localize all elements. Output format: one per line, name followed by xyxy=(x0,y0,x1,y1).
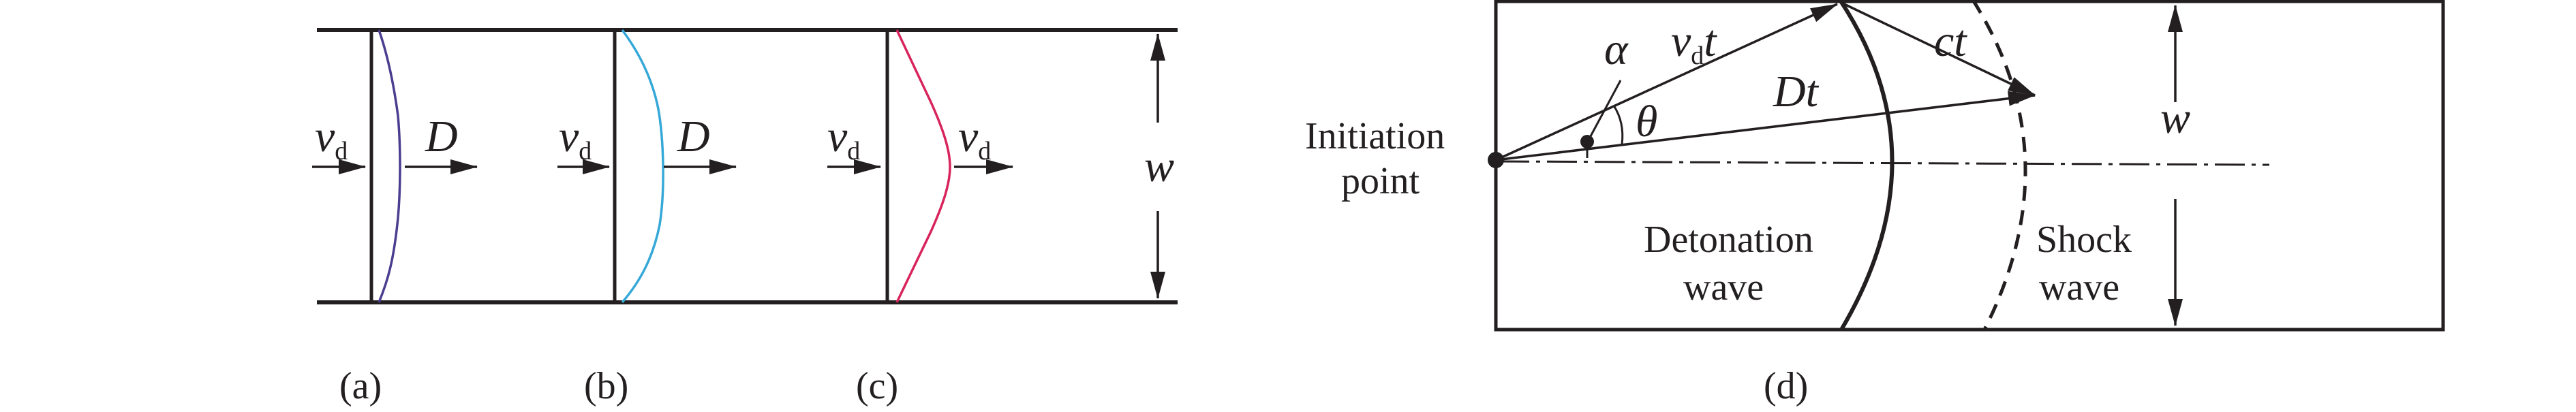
vdt-label: vdt xyxy=(1671,16,1717,70)
shock-wave-label-line1: Shock xyxy=(2036,219,2132,261)
panel-a-right-label: D xyxy=(425,112,458,161)
ray-ct xyxy=(1841,1,2036,97)
panel-d-centerline xyxy=(1499,160,2270,166)
theta-angle-arc xyxy=(1612,105,1624,145)
shock-wave-label-line2: wave xyxy=(2039,266,2119,308)
panel-c-left-label: vd xyxy=(827,112,860,165)
panel-d-width-label: w xyxy=(2160,93,2190,143)
panel-b-detonation-front xyxy=(621,29,664,304)
shock-wave-arc xyxy=(1971,0,2027,331)
panel-d-charge-outline xyxy=(1494,0,2445,332)
panel-c-detonation-front xyxy=(895,29,951,303)
panel-c: vd vd (c) xyxy=(827,29,1013,407)
alpha-leader-line xyxy=(1589,80,1622,137)
panel-a: vd D (a) xyxy=(312,29,478,407)
panel-b-left-label: vd xyxy=(559,112,592,165)
width-label: w xyxy=(1144,142,1174,191)
panel-b: vd D (b) xyxy=(557,29,737,407)
panel-d-caption: (d) xyxy=(1764,365,1808,407)
panel-a-left-label: vd xyxy=(315,112,348,165)
alpha-label: α xyxy=(1604,25,1629,74)
initiation-point-dot xyxy=(1488,152,1504,168)
ray-dt xyxy=(1495,91,2036,161)
detonation-wave-label-line1: Detonation xyxy=(1644,219,1813,261)
panel-b-right-label: D xyxy=(677,112,710,161)
channel-panels-abc: w vd D (a) vd D (b) vd vd xyxy=(312,28,1178,407)
ct-label: ct xyxy=(1934,16,1967,66)
panel-b-caption: (b) xyxy=(584,365,628,407)
panel-a-caption: (a) xyxy=(339,365,382,407)
panel-d: Initiation point α θ vdt ct Dt w Detonat… xyxy=(1305,0,2445,407)
panel-c-right-label: vd xyxy=(958,112,991,165)
ray-vdt xyxy=(1495,3,1838,161)
initiation-label-line2: point xyxy=(1341,160,1420,202)
panel-c-caption: (c) xyxy=(856,365,898,407)
initiation-label-line1: Initiation xyxy=(1305,115,1445,157)
detonation-wave-label-line2: wave xyxy=(1683,266,1764,308)
panel-a-detonation-front xyxy=(378,29,401,303)
dt-label: Dt xyxy=(1773,67,1820,116)
theta-label: θ xyxy=(1636,97,1657,146)
detonation-wave-arc xyxy=(1838,0,1895,331)
